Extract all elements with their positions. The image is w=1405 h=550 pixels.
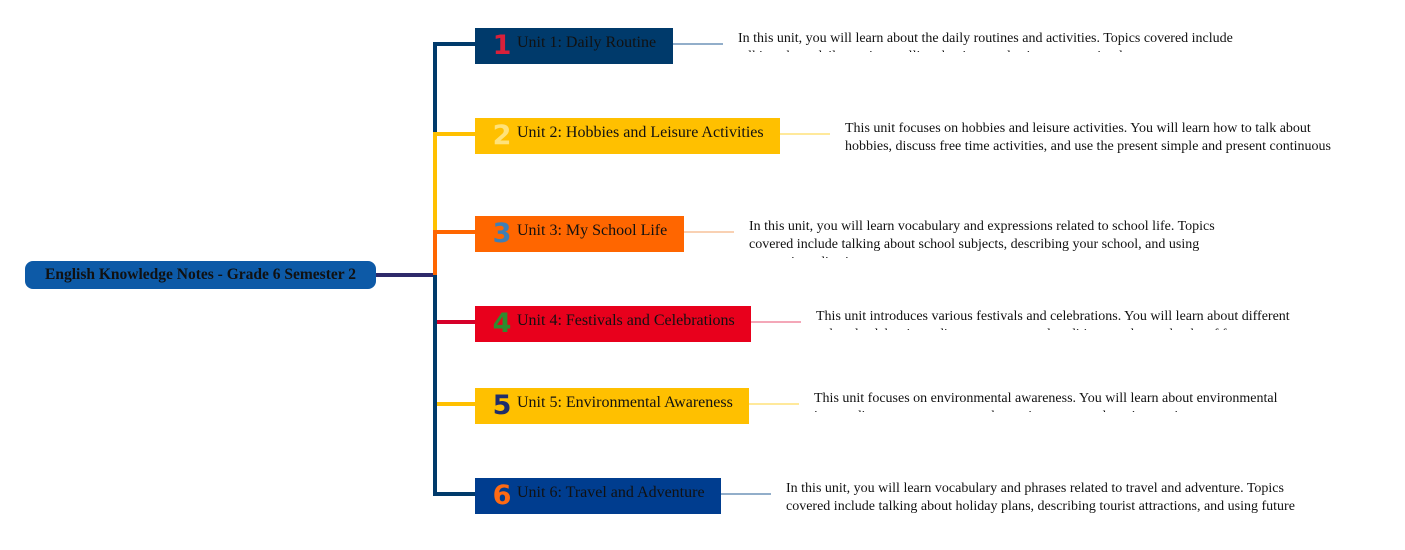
unit-node-4[interactable]: 4 Unit 4: Festivals and Celebrations <box>475 306 751 342</box>
unit-number-icon: 3 <box>492 218 512 249</box>
unit-description: In this unit, you will learn about the d… <box>738 31 1233 52</box>
unit-node-3[interactable]: 3 Unit 3: My School Life <box>475 216 684 252</box>
unit-title: Unit 4: Festivals and Celebrations <box>517 312 735 329</box>
unit-description: This unit focuses on environmental aware… <box>814 391 1278 412</box>
unit-description: This unit introduces various festivals a… <box>816 309 1290 330</box>
unit-description: In this unit, you will learn vocabulary … <box>749 219 1215 258</box>
unit-title: Unit 6: Travel and Adventure <box>517 484 705 501</box>
unit-number-icon: 4 <box>492 308 512 339</box>
unit-title: Unit 3: My School Life <box>517 222 668 239</box>
unit-node-5[interactable]: 5 Unit 5: Environmental Awareness <box>475 388 749 424</box>
unit-node-2[interactable]: 2 Unit 2: Hobbies and Leisure Activities <box>475 118 780 154</box>
unit-number-icon: 2 <box>492 120 512 151</box>
unit-title: Unit 2: Hobbies and Leisure Activities <box>517 124 764 141</box>
unit-description: In this unit, you will learn vocabulary … <box>786 481 1295 520</box>
unit-title: Unit 5: Environmental Awareness <box>517 394 733 411</box>
unit-node-1[interactable]: 1 Unit 1: Daily Routine <box>475 28 673 64</box>
unit-number-icon: 6 <box>492 480 512 511</box>
unit-title: Unit 1: Daily Routine <box>517 34 657 51</box>
unit-number-icon: 5 <box>492 390 512 421</box>
root-node[interactable]: English Knowledge Notes - Grade 6 Semest… <box>25 261 376 289</box>
unit-number-icon: 1 <box>492 30 512 61</box>
unit-description: This unit focuses on hobbies and leisure… <box>845 121 1331 160</box>
unit-node-6[interactable]: 6 Unit 6: Travel and Adventure <box>475 478 721 514</box>
